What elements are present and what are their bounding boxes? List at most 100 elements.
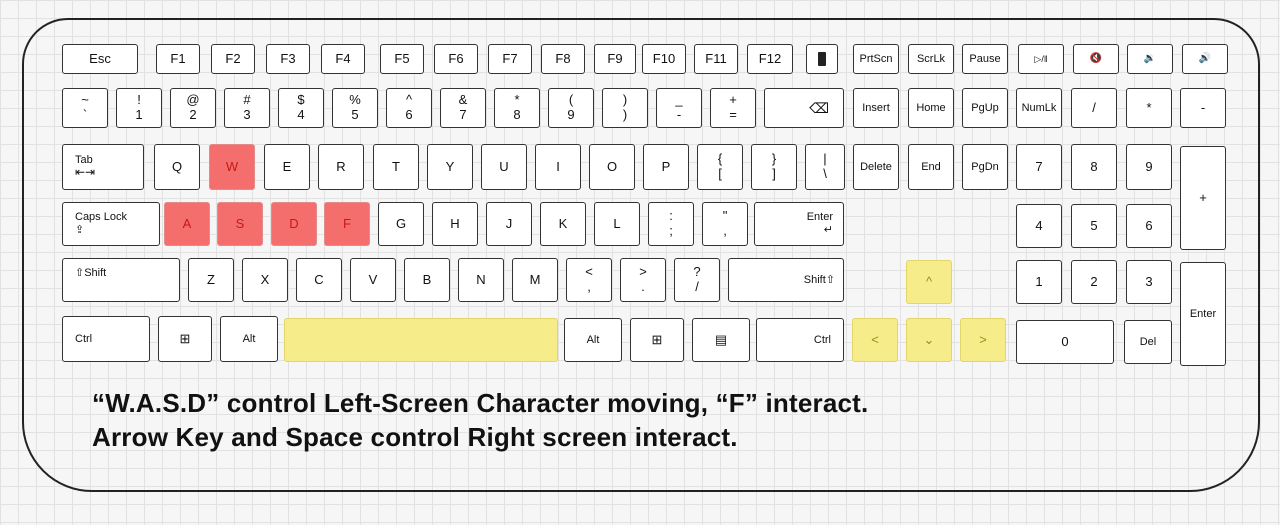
key-v[interactable]: V xyxy=(350,258,396,302)
key-f5[interactable]: F5 xyxy=(380,44,424,74)
key-tab[interactable]: Tab ⇤⇥ xyxy=(62,144,144,190)
key-right-win[interactable]: ⊞ xyxy=(630,318,684,362)
key-numpad-minus[interactable]: - xyxy=(1180,88,1226,128)
key-f2[interactable]: F2 xyxy=(211,44,255,74)
key-u[interactable]: U xyxy=(481,144,527,190)
key-f7[interactable]: F7 xyxy=(488,44,532,74)
key-volume-down[interactable]: 🔉 xyxy=(1127,44,1173,74)
key-e[interactable]: E xyxy=(264,144,310,190)
key-6[interactable]: ^ 6 xyxy=(386,88,432,128)
key-f[interactable]: F xyxy=(324,202,370,246)
key-numpad-plus[interactable]: + xyxy=(1180,146,1226,250)
key-k[interactable]: K xyxy=(540,202,586,246)
key-tilde[interactable]: ~ ` xyxy=(62,88,108,128)
key-delete[interactable]: Delete xyxy=(853,144,899,190)
key-pgup[interactable]: PgUp xyxy=(962,88,1008,128)
key-m[interactable]: M xyxy=(512,258,558,302)
key-f9[interactable]: F9 xyxy=(594,44,636,74)
key-caps-lock[interactable]: Caps Lock ⇪ xyxy=(62,202,160,246)
key-i[interactable]: I xyxy=(535,144,581,190)
key-space[interactable] xyxy=(284,318,558,362)
key-right-ctrl[interactable]: Ctrl xyxy=(756,318,844,362)
key-d[interactable]: D xyxy=(271,202,317,246)
key-l[interactable]: L xyxy=(594,202,640,246)
key-minus[interactable]: _ - xyxy=(656,88,702,128)
key-numpad-4[interactable]: 4 xyxy=(1016,204,1062,248)
key-esc[interactable]: Esc xyxy=(62,44,138,74)
key-numpad-8[interactable]: 8 xyxy=(1071,144,1117,190)
key-o[interactable]: O xyxy=(589,144,635,190)
key-volume-up[interactable]: 🔊 xyxy=(1182,44,1228,74)
key-c[interactable]: C xyxy=(296,258,342,302)
key-y[interactable]: Y xyxy=(427,144,473,190)
key-j[interactable]: J xyxy=(486,202,532,246)
key-arrow-right[interactable]: > xyxy=(960,318,1006,362)
key-q[interactable]: Q xyxy=(154,144,200,190)
key-f1[interactable]: F1 xyxy=(156,44,200,74)
key-equals[interactable]: + = xyxy=(710,88,756,128)
key-calculator[interactable] xyxy=(806,44,838,74)
key-n[interactable]: N xyxy=(458,258,504,302)
key-prtscn[interactable]: PrtScn xyxy=(853,44,899,74)
key-4[interactable]: $ 4 xyxy=(278,88,324,128)
key-t[interactable]: T xyxy=(373,144,419,190)
key-s[interactable]: S xyxy=(217,202,263,246)
key-z[interactable]: Z xyxy=(188,258,234,302)
key-numpad-9[interactable]: 9 xyxy=(1126,144,1172,190)
key-left-win[interactable]: ⊞ xyxy=(158,316,212,362)
key-f10[interactable]: F10 xyxy=(642,44,686,74)
key-semicolon[interactable]: : ; xyxy=(648,202,694,246)
key-r[interactable]: R xyxy=(318,144,364,190)
key-play-pause[interactable]: ▷/‖ xyxy=(1018,44,1064,74)
key-h[interactable]: H xyxy=(432,202,478,246)
key-numlk[interactable]: NumLk xyxy=(1016,88,1062,128)
key-mute[interactable]: 🔇 xyxy=(1073,44,1119,74)
key-right-bracket[interactable]: } ] xyxy=(751,144,797,190)
key-backslash[interactable]: | \ xyxy=(805,144,845,190)
key-numpad-star[interactable]: * xyxy=(1126,88,1172,128)
key-9[interactable]: ( 9 xyxy=(548,88,594,128)
key-f4[interactable]: F4 xyxy=(321,44,365,74)
key-right-alt[interactable]: Alt xyxy=(564,318,622,362)
key-arrow-up[interactable]: ^ xyxy=(906,260,952,304)
key-f8[interactable]: F8 xyxy=(541,44,585,74)
key-numpad-enter[interactable]: Enter xyxy=(1180,262,1226,366)
key-numpad-5[interactable]: 5 xyxy=(1071,204,1117,248)
key-f3[interactable]: F3 xyxy=(266,44,310,74)
key-menu[interactable]: ▤ xyxy=(692,318,750,362)
key-a[interactable]: A xyxy=(164,202,210,246)
key-f6[interactable]: F6 xyxy=(434,44,478,74)
key-numpad-0[interactable]: 0 xyxy=(1016,320,1114,364)
key-pause[interactable]: Pause xyxy=(962,44,1008,74)
key-3[interactable]: # 3 xyxy=(224,88,270,128)
key-w[interactable]: W xyxy=(209,144,255,190)
key-7[interactable]: & 7 xyxy=(440,88,486,128)
key-2[interactable]: @ 2 xyxy=(170,88,216,128)
key-numpad-7[interactable]: 7 xyxy=(1016,144,1062,190)
key-x[interactable]: X xyxy=(242,258,288,302)
key-f11[interactable]: F11 xyxy=(694,44,738,74)
key-numpad-2[interactable]: 2 xyxy=(1071,260,1117,304)
key-home[interactable]: Home xyxy=(908,88,954,128)
key-scrlk[interactable]: ScrLk xyxy=(908,44,954,74)
key-5[interactable]: % 5 xyxy=(332,88,378,128)
key-enter[interactable]: Enter ↵ xyxy=(754,202,844,246)
key-arrow-left[interactable]: < xyxy=(852,318,898,362)
key-period[interactable]: > . xyxy=(620,258,666,302)
key-0[interactable]: ) ) xyxy=(602,88,648,128)
key-1[interactable]: ! 1 xyxy=(116,88,162,128)
key-numpad-6[interactable]: 6 xyxy=(1126,204,1172,248)
key-numpad-slash[interactable]: / xyxy=(1071,88,1117,128)
key-left-bracket[interactable]: { [ xyxy=(697,144,743,190)
key-pgdn[interactable]: PgDn xyxy=(962,144,1008,190)
key-f12[interactable]: F12 xyxy=(747,44,793,74)
key-comma[interactable]: < , xyxy=(566,258,612,302)
key-right-shift[interactable]: Shift⇧ xyxy=(728,258,844,302)
key-g[interactable]: G xyxy=(378,202,424,246)
key-arrow-down[interactable]: ⌄ xyxy=(906,318,952,362)
key-8[interactable]: * 8 xyxy=(494,88,540,128)
key-left-shift[interactable]: ⇧Shift xyxy=(62,258,180,302)
key-end[interactable]: End xyxy=(908,144,954,190)
key-left-alt[interactable]: Alt xyxy=(220,316,278,362)
key-numpad-3[interactable]: 3 xyxy=(1126,260,1172,304)
